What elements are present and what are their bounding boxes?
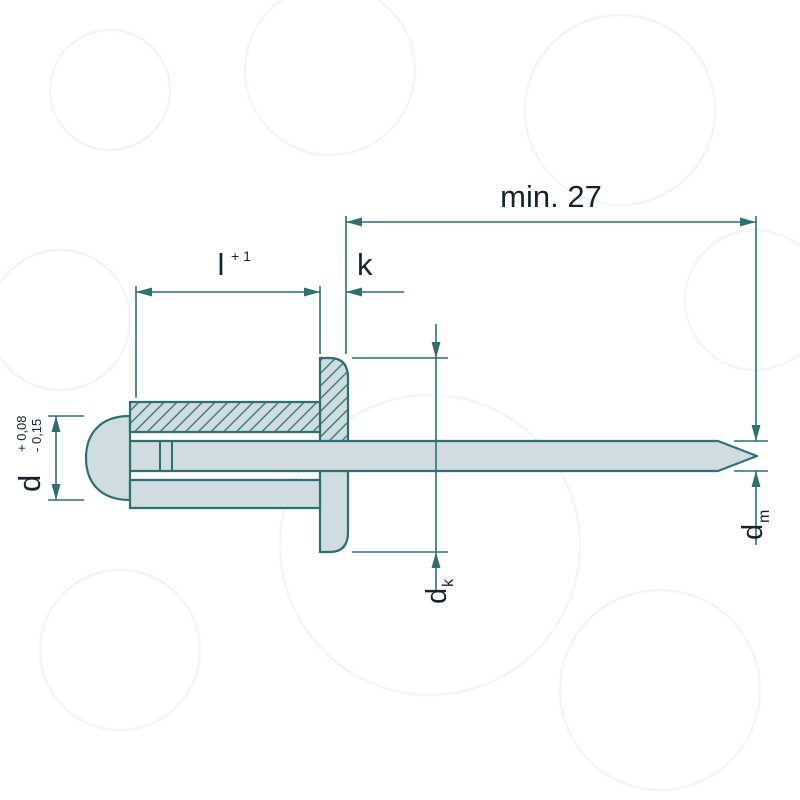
flange-diameter-label: d [421,588,453,604]
arrowhead [51,416,61,432]
arrowhead [346,287,362,297]
arrowhead [304,287,320,297]
arrowhead [751,425,761,441]
arrowhead [136,287,152,297]
dimension-min-length: min. 27 [345,179,756,354]
tolerance-lower-label: - 0,15 [29,419,44,452]
dimension-body-diameter: d + 0,08 - 0,15 [12,415,84,501]
rivet-body-lower-wall [128,478,322,510]
min-length-label: min. 27 [500,179,602,214]
flange-diameter-subscript: k [440,578,457,587]
rivet-body-upper-wall-section [128,400,322,434]
dimension-body-length: l + 1 [135,247,321,398]
mandrel-diameter-subscript: m [756,510,773,523]
dimension-mandrel-diameter: d m [734,216,773,545]
arrowhead [431,552,441,568]
body-diameter-label: d [12,475,47,492]
mandrel-head [84,414,132,502]
dimension-flange-thickness: k [346,247,404,297]
arrowhead [346,217,362,227]
body-length-tolerance-sup: + 1 [231,248,251,264]
flange-thickness-label: k [357,247,373,282]
mandrel-stem [128,439,759,473]
arrowhead [740,217,756,227]
rivet-flange [318,356,350,554]
dimension-flange-diameter: d k [352,324,457,604]
mandrel-break-groove [159,441,173,471]
body-length-label: l [218,247,225,282]
arrowhead [431,342,441,358]
mandrel-diameter-label: d [737,524,769,540]
arrowhead [751,471,761,487]
arrowhead [51,484,61,500]
tolerance-upper-label: + 0,08 [14,415,29,452]
